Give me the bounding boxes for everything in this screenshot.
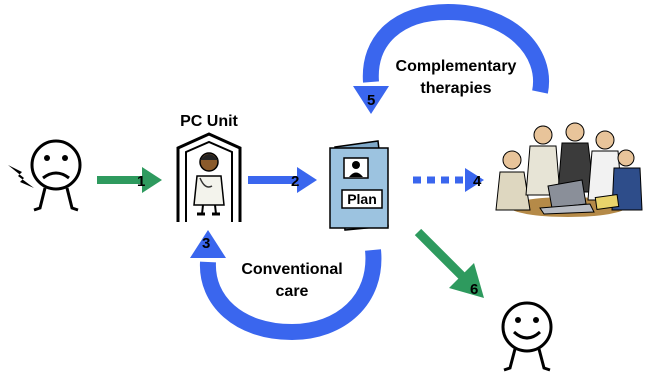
arrow-step-2: 2 [248, 167, 317, 193]
complementary-label-line1: Complementary [396, 58, 517, 75]
conventional-label-line1: Conventional [241, 261, 342, 278]
doctor-booth-icon [176, 132, 242, 222]
step-6-number: 6 [470, 281, 478, 298]
arrow-step-1: 1 [97, 167, 162, 193]
step-1-number: 1 [137, 173, 145, 190]
happy-face-figure-icon [501, 301, 553, 372]
step-2-number: 2 [291, 173, 299, 190]
step-3-number: 3 [202, 235, 210, 252]
plan-folder-icon: Plan [329, 140, 389, 231]
step-5-number: 5 [367, 92, 375, 109]
sad-face-figure-icon [30, 139, 82, 212]
arrow-step-5: 5 [353, 3, 550, 114]
pc-unit-label: PC Unit [180, 113, 238, 130]
arrow-step-4: 4 [413, 168, 484, 192]
conventional-label-line2: care [276, 283, 309, 300]
team-meeting-icon [495, 122, 643, 217]
complementary-label-line2: therapies [420, 80, 491, 97]
arrow-step-3: 3 [190, 230, 382, 341]
arrow-step-6: 6 [414, 228, 484, 298]
lightning-bolt-icon [8, 165, 34, 188]
step-4-number: 4 [473, 173, 482, 190]
plan-label: Plan [347, 191, 377, 207]
